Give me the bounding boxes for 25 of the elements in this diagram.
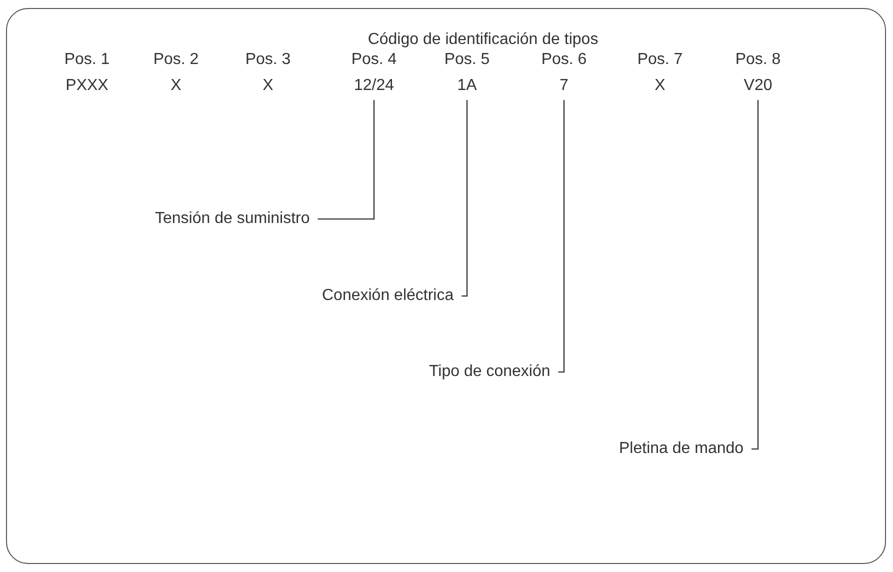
position-label: Pos. 7 [637,50,683,70]
code-value: X [170,76,182,100]
code-value: 7 [560,76,568,100]
field-description: Pletina de mando [619,439,752,459]
field-description: Conexión eléctrica [322,286,462,306]
field-description: Tensión de suministro [155,209,318,229]
position-label: Pos. 4 [351,50,397,70]
position-label: Pos. 3 [245,50,291,70]
code-value: X [654,76,666,100]
code-value: 12/24 [354,76,394,100]
position-label: Pos. 8 [735,50,781,70]
leader-line [462,100,468,297]
code-value: V20 [744,76,772,100]
leader-line [318,100,375,220]
leader-line [558,100,565,373]
code-value: PXXX [66,76,108,100]
position-label: Pos. 2 [153,50,199,70]
position-label: Pos. 6 [541,50,587,70]
code-value: 1A [457,76,477,100]
position-label: Pos. 5 [444,50,490,70]
position-label: Pos. 1 [64,50,110,70]
code-value: X [262,76,274,100]
field-description: Tipo de conexión [429,362,558,382]
leader-line [752,100,759,450]
title: Código de identificación de tipos [368,30,598,50]
